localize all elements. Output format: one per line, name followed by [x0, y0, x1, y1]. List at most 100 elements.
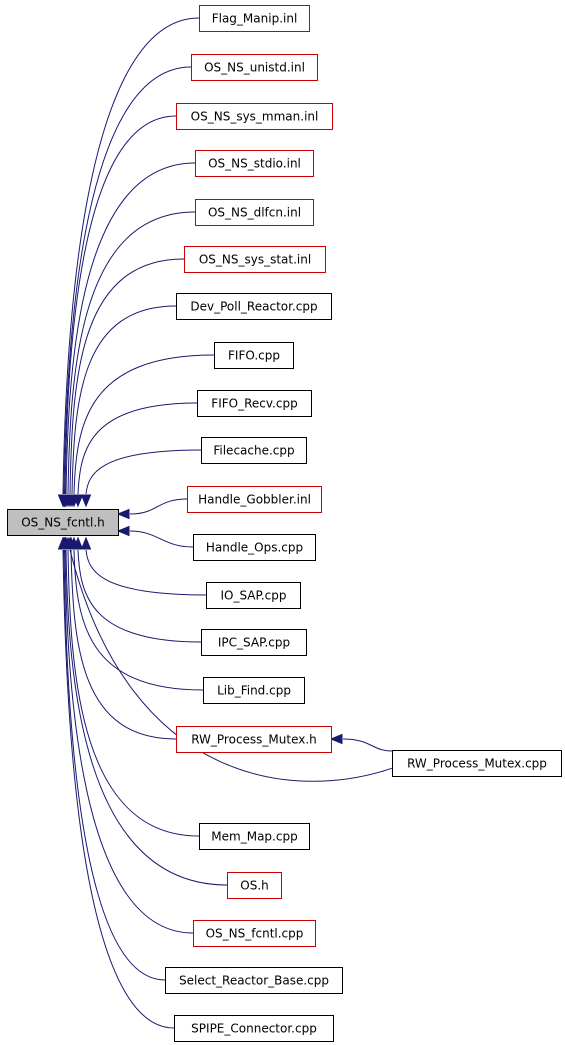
edge-line	[70, 549, 177, 740]
edge-arrowhead	[116, 525, 130, 537]
node-io_sap[interactable]: IO_SAP.cpp	[206, 582, 301, 609]
edge-line	[65, 162, 196, 495]
node-box[interactable]	[201, 437, 307, 464]
node-rw_mutex_cpp[interactable]: RW_Process_Mutex.cpp	[392, 750, 562, 777]
edge-line	[85, 449, 202, 495]
node-label: Select_Reactor_Base.cpp	[179, 974, 329, 988]
node-flag_manip[interactable]: Flag_Manip.inl	[199, 5, 310, 32]
node-box[interactable]	[193, 534, 316, 561]
node-box[interactable]	[176, 293, 332, 320]
edge-flag_manip-to-root	[57, 17, 200, 508]
node-box[interactable]	[201, 629, 307, 656]
node-box[interactable]	[195, 150, 314, 177]
node-dev_poll[interactable]: Dev_Poll_Reactor.cpp	[176, 293, 332, 320]
node-fifo_recv[interactable]: FIFO_Recv.cpp	[197, 390, 312, 417]
node-handle_gobbler[interactable]: Handle_Gobbler.inl	[187, 486, 322, 513]
root-node[interactable]: OS_NS_fcntl.h	[7, 509, 119, 536]
edge-line	[71, 305, 177, 495]
edge-dev_poll-to-root	[66, 305, 177, 508]
node-label: RW_Process_Mutex.h	[191, 733, 317, 747]
edge-line	[69, 549, 393, 782]
node-dlfcn[interactable]: OS_NS_dlfcn.inl	[195, 199, 314, 226]
edge-arrowhead	[329, 733, 343, 745]
edge-handle_gobbler-to-root	[116, 498, 188, 520]
edge-arrowhead	[57, 536, 69, 550]
node-select_reactor[interactable]: Select_Reactor_Base.cpp	[165, 967, 343, 994]
edge-spipe-to-root	[57, 536, 175, 1029]
node-label: IPC_SAP.cpp	[218, 636, 290, 650]
node-sys_stat[interactable]: OS_NS_sys_stat.inl	[184, 246, 326, 273]
node-fcntl_cpp[interactable]: OS_NS_fcntl.cpp	[193, 920, 316, 947]
node-sys_mman[interactable]: OS_NS_sys_mman.inl	[176, 103, 333, 130]
node-label: SPIPE_Connector.cpp	[191, 1022, 317, 1036]
node-stdio[interactable]: OS_NS_stdio.inl	[195, 150, 314, 177]
node-box[interactable]	[176, 726, 332, 753]
edge-line	[342, 738, 393, 752]
node-box[interactable]	[165, 967, 343, 994]
edge-line	[129, 498, 188, 515]
node-box[interactable]	[193, 920, 316, 947]
edge-arrowhead	[80, 536, 92, 550]
edge-line	[73, 354, 215, 495]
node-box[interactable]	[7, 509, 119, 536]
edge-fifo_recv-to-root	[72, 402, 198, 508]
edge-line	[64, 115, 177, 495]
node-lib_find[interactable]: Lib_Find.cpp	[203, 677, 305, 704]
edge-line	[77, 549, 202, 643]
edge-line	[67, 549, 200, 837]
node-box[interactable]	[206, 582, 301, 609]
edges-layer	[57, 17, 393, 1029]
edge-dlfcn-to-root	[62, 211, 196, 508]
node-label: OS.h	[240, 879, 268, 893]
node-handle_ops[interactable]: Handle_Ops.cpp	[193, 534, 316, 561]
edge-line	[85, 549, 207, 596]
edge-fifo-to-root	[68, 354, 215, 508]
node-label: Handle_Ops.cpp	[206, 541, 303, 555]
edge-line	[73, 549, 204, 691]
node-box[interactable]	[176, 103, 333, 130]
node-mem_map[interactable]: Mem_Map.cpp	[199, 823, 310, 850]
node-box[interactable]	[214, 342, 294, 369]
edge-line	[63, 549, 166, 981]
node-box[interactable]	[187, 486, 322, 513]
edge-line	[69, 258, 185, 495]
edge-select_reactor-to-root	[58, 536, 166, 981]
node-box[interactable]	[199, 823, 310, 850]
edge-mem_map-to-root	[62, 536, 200, 837]
node-box[interactable]	[191, 54, 318, 81]
node-os_h[interactable]: OS.h	[227, 872, 282, 899]
node-label: IO_SAP.cpp	[220, 589, 286, 603]
node-box[interactable]	[184, 246, 326, 273]
node-box[interactable]	[195, 199, 314, 226]
node-label: OS_NS_fcntl.cpp	[206, 927, 304, 941]
node-label: OS_NS_fcntl.h	[21, 516, 105, 530]
edge-handle_ops-to-root	[116, 525, 194, 548]
node-ipc_sap[interactable]: IPC_SAP.cpp	[201, 629, 307, 656]
node-spipe[interactable]: SPIPE_Connector.cpp	[174, 1015, 334, 1042]
edge-rw_mutex_h-to-root	[65, 536, 177, 740]
edge-line	[63, 66, 192, 495]
node-box[interactable]	[203, 677, 305, 704]
edge-line	[65, 549, 228, 886]
node-label: Dev_Poll_Reactor.cpp	[190, 300, 317, 314]
node-label: Handle_Gobbler.inl	[198, 493, 311, 507]
edge-line	[64, 549, 194, 934]
node-box[interactable]	[392, 750, 562, 777]
node-label: FIFO_Recv.cpp	[211, 397, 297, 411]
node-label: OS_NS_sys_stat.inl	[199, 253, 311, 267]
node-fifo[interactable]: FIFO.cpp	[214, 342, 294, 369]
node-box[interactable]	[227, 872, 282, 899]
node-filecache[interactable]: Filecache.cpp	[201, 437, 307, 464]
node-box[interactable]	[197, 390, 312, 417]
node-label: RW_Process_Mutex.cpp	[407, 757, 547, 771]
node-box[interactable]	[199, 5, 310, 32]
node-label: FIFO.cpp	[228, 349, 280, 363]
node-label: OS_NS_stdio.inl	[208, 157, 301, 171]
node-label: OS_NS_unistd.inl	[204, 61, 305, 75]
node-box[interactable]	[174, 1015, 334, 1042]
node-rw_mutex_h[interactable]: RW_Process_Mutex.h	[176, 726, 332, 753]
node-label: OS_NS_sys_mman.inl	[191, 110, 319, 124]
node-unistd[interactable]: OS_NS_unistd.inl	[191, 54, 318, 81]
edge-arrowhead	[80, 494, 92, 508]
node-label: OS_NS_dlfcn.inl	[208, 206, 301, 220]
